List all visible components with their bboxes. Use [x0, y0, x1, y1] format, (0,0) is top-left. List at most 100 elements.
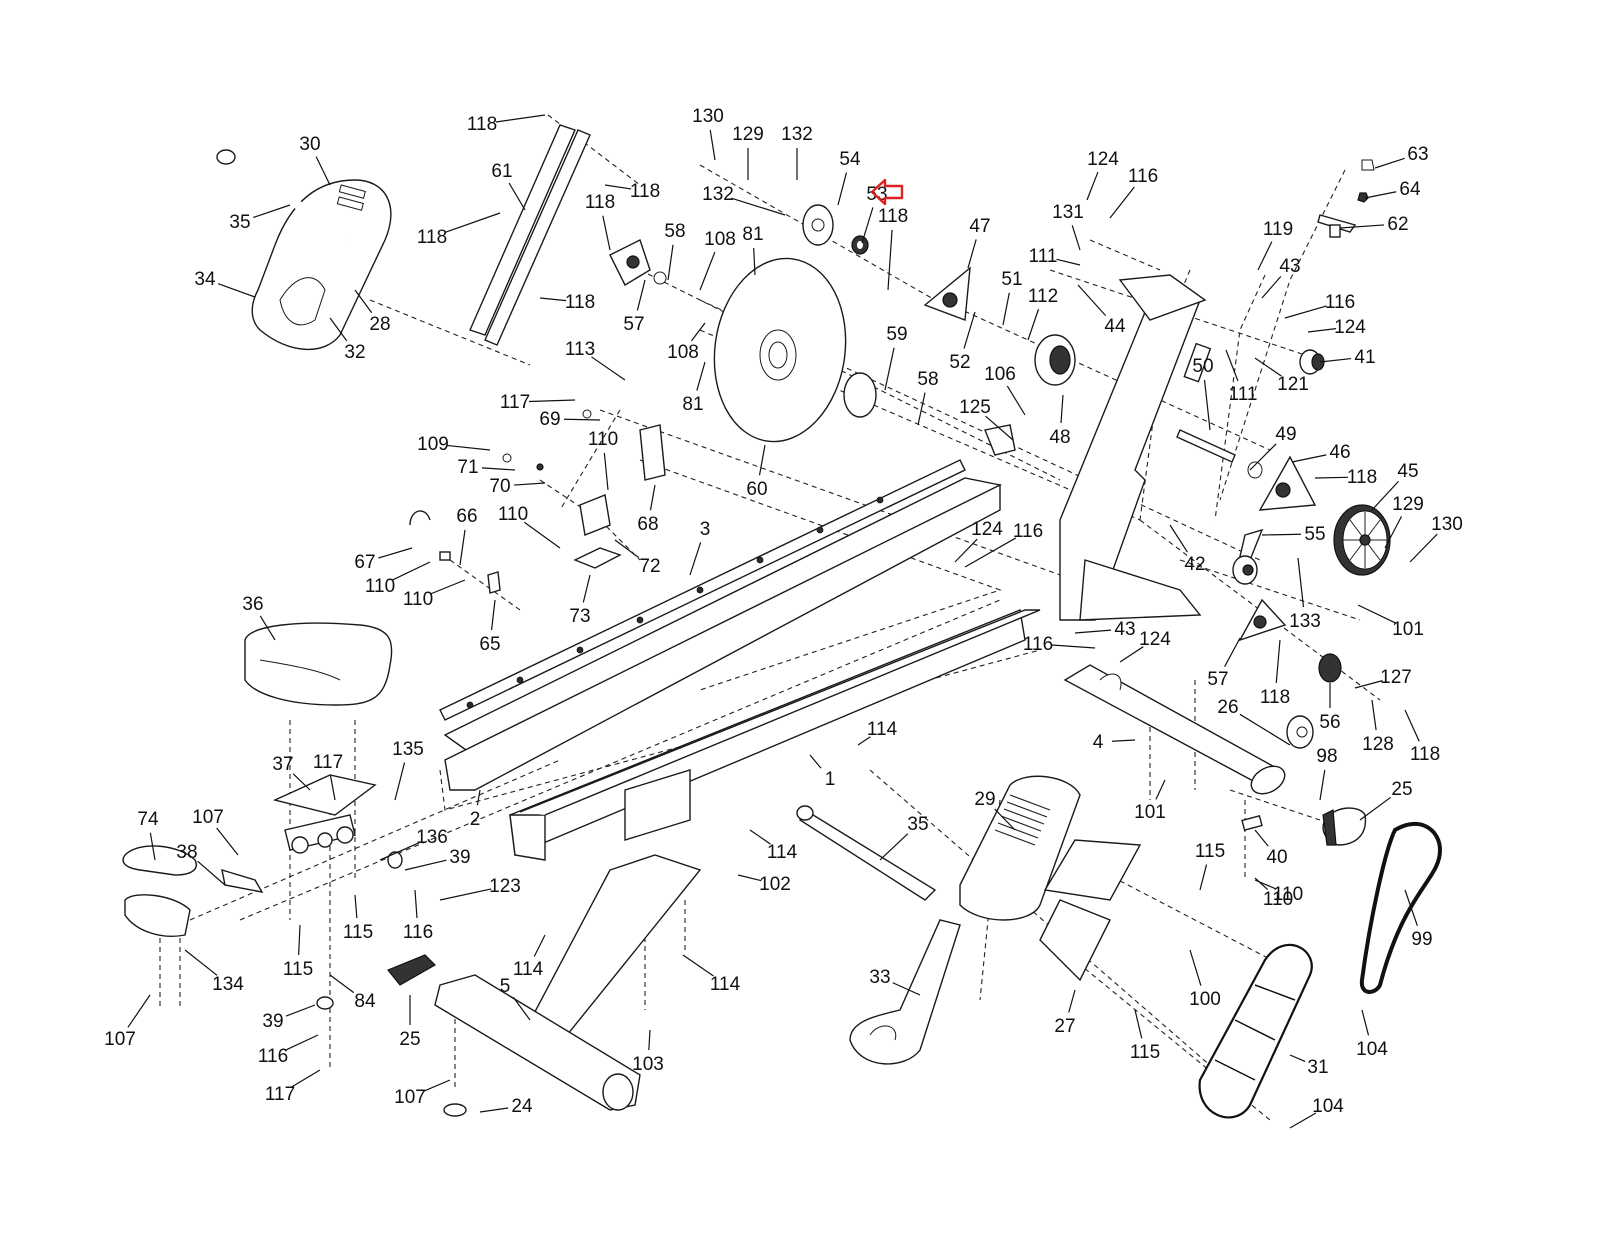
part-label-99: 99: [1411, 929, 1432, 950]
part-label-98: 98: [1316, 746, 1337, 767]
leader-line-136: [379, 842, 420, 861]
leader-line-116: [1284, 305, 1327, 319]
part-label-68: 68: [637, 514, 658, 535]
part-label-118: 118: [878, 206, 908, 227]
part-label-129: 129: [732, 124, 764, 145]
part-label-67: 67: [354, 552, 375, 573]
leader-line-125: [985, 415, 1014, 441]
leader-line-68: [649, 484, 656, 511]
leader-line-116: [964, 537, 1017, 568]
part-label-136: 136: [416, 827, 448, 848]
leader-line-118: [445, 212, 501, 233]
leader-lines: [127, 114, 1438, 1129]
part-label-101: 101: [1392, 619, 1424, 640]
leader-line-3: [689, 542, 702, 576]
part-label-135: 135: [392, 739, 424, 760]
part-label-134: 134: [212, 974, 244, 995]
part-label-5: 5: [500, 976, 511, 997]
part-label-73: 73: [569, 606, 590, 627]
part-label-115: 115: [1195, 841, 1225, 862]
part-label-116: 116: [258, 1046, 288, 1067]
leader-line-64: [1364, 191, 1397, 199]
leader-line-117: [528, 399, 576, 403]
part-label-29: 29: [974, 789, 995, 810]
part-label-38: 38: [176, 842, 197, 863]
part-label-45: 45: [1397, 461, 1418, 482]
leader-line-39: [285, 1004, 316, 1017]
part-label-81: 81: [682, 394, 703, 415]
bumper-74: [122, 845, 197, 876]
part-label-69: 69: [539, 409, 560, 430]
part-label-103: 103: [632, 1054, 664, 1075]
plate-27: [1043, 839, 1142, 901]
leader-line-101: [1357, 604, 1396, 624]
part-label-115: 115: [343, 922, 373, 943]
part-label-36: 36: [242, 594, 263, 615]
part-label-114: 114: [513, 959, 544, 980]
leader-line-130: [1409, 533, 1438, 563]
part-label-124: 124: [1139, 629, 1171, 650]
leader-line-116: [414, 889, 418, 919]
seat-carriage-37: [272, 774, 377, 854]
leader-line-44: [1077, 284, 1107, 317]
part-label-124: 124: [971, 519, 1003, 540]
part-label-41: 41: [1354, 347, 1375, 368]
pulley-48: [1034, 334, 1076, 386]
part-label-117: 117: [265, 1084, 295, 1105]
tensioner-55: [1232, 528, 1264, 585]
leader-line-114: [533, 934, 546, 957]
leader-line-59: [884, 347, 895, 391]
part-label-110: 110: [588, 429, 618, 450]
part-label-28: 28: [369, 314, 390, 335]
leader-line-58: [917, 392, 926, 426]
leader-line-109: [446, 444, 491, 451]
gear-56: [1318, 653, 1342, 683]
leader-line-107: [127, 994, 151, 1028]
leader-line-4: [1111, 739, 1136, 742]
leader-line-116: [1109, 186, 1135, 219]
leader-line-101: [1155, 779, 1166, 800]
part-label-3: 3: [700, 519, 711, 540]
leader-line-42: [1169, 524, 1188, 553]
part-label-52: 52: [949, 352, 970, 373]
leader-line-110: [1254, 877, 1269, 891]
leader-line-118: [1275, 639, 1281, 684]
leader-line-116: [1051, 644, 1096, 649]
part-label-124: 124: [1087, 149, 1119, 170]
leader-line-34: [217, 283, 256, 298]
leader-line-114: [682, 954, 714, 977]
part-label-42: 42: [1184, 554, 1205, 575]
leader-line-128: [1371, 699, 1377, 731]
leader-line-117: [329, 775, 336, 801]
part-label-110: 110: [1273, 884, 1303, 905]
leader-line-134: [184, 949, 218, 976]
leader-line-131: [1071, 225, 1081, 251]
part-label-35: 35: [229, 212, 250, 233]
part-label-62: 62: [1387, 214, 1408, 235]
leader-line-118: [604, 184, 632, 190]
leader-line-29: [994, 808, 1016, 831]
leader-line-24: [479, 1107, 509, 1113]
part-label-25: 25: [399, 1029, 420, 1050]
leader-line-27: [1068, 989, 1076, 1013]
leader-line-123: [439, 888, 492, 901]
leader-line-52: [963, 311, 976, 349]
leader-line-57: [636, 279, 646, 311]
main-frame-upright: [1059, 274, 1212, 621]
leader-line-31: [1289, 1054, 1306, 1063]
leader-line-38: [197, 860, 226, 886]
part-label-64: 64: [1399, 179, 1421, 200]
part-label-125: 125: [959, 397, 991, 418]
leader-line-67: [378, 547, 413, 559]
part-label-48: 48: [1049, 427, 1070, 448]
leader-line-132: [731, 197, 786, 216]
foot-strap-33: [849, 919, 961, 1065]
bumper-housing-134: [124, 894, 191, 937]
leader-line-43: [1074, 629, 1112, 634]
clip-66: [439, 551, 451, 561]
part-label-102: 102: [759, 874, 791, 895]
leader-line-113: [591, 356, 626, 381]
belt-99: [1359, 822, 1443, 994]
leader-line-41: [1319, 357, 1352, 363]
part-label-84: 84: [354, 991, 376, 1012]
